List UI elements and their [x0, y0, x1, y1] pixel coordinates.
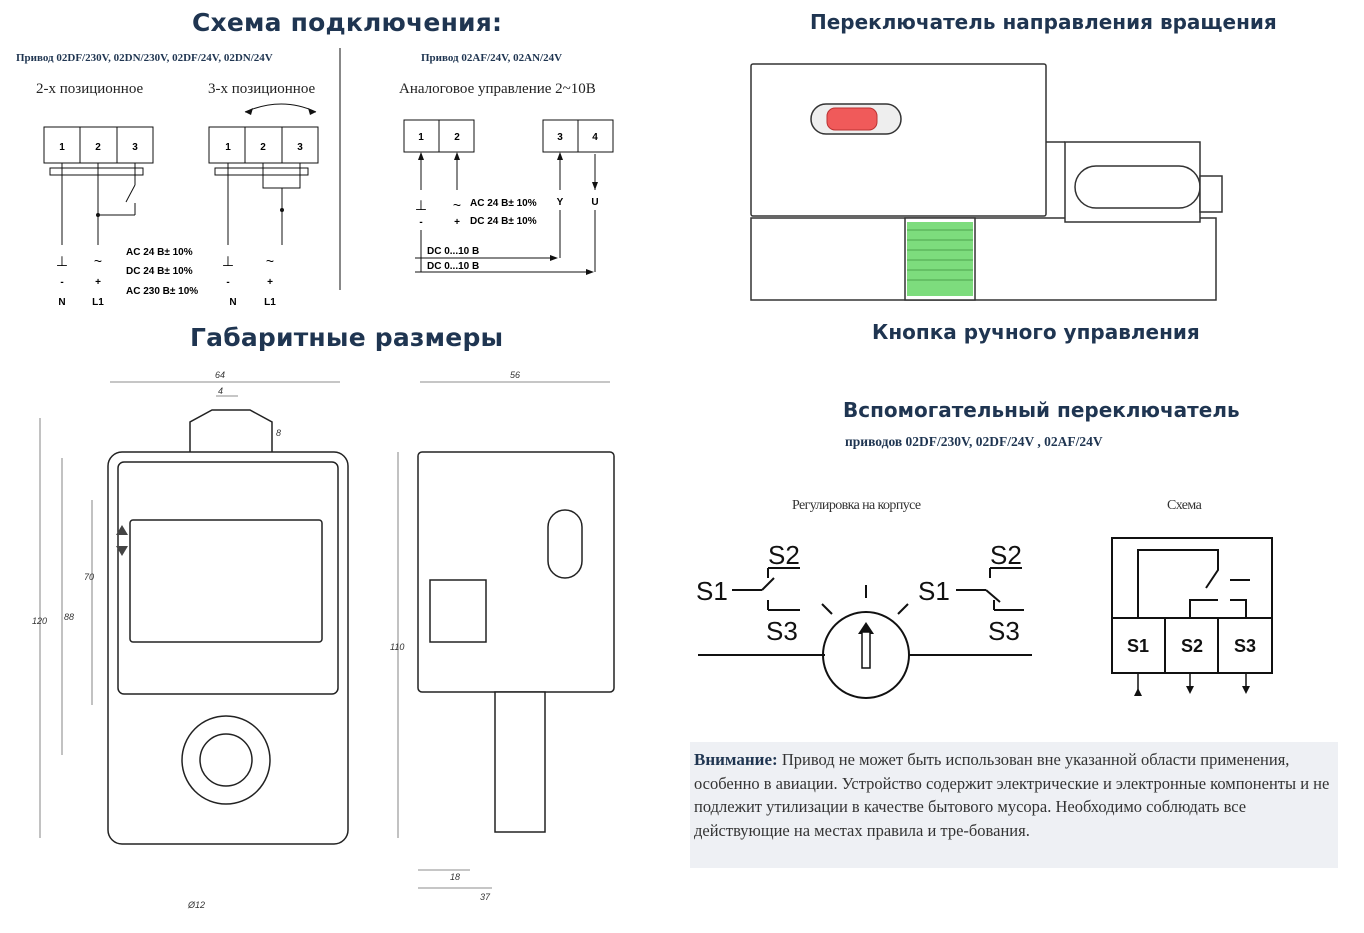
dim-4: 4: [218, 386, 223, 396]
dim-120: 120: [32, 616, 47, 626]
manual-button-title: Кнопка ручного управления: [872, 320, 1200, 344]
housing-label: Регулировка на корпусе: [792, 498, 921, 513]
sym-tilde-3pos: ~: [266, 253, 274, 269]
mode-analog: Аналоговое управление 2~10В: [399, 81, 596, 97]
aux-switch-diagram: S1 S2 S3 S1 S2 S3 S1 S2 S3: [696, 537, 1273, 699]
term-3pos-2: 2: [260, 142, 266, 153]
dimensions-title: Габаритные размеры: [190, 323, 504, 352]
label-u: U: [591, 197, 598, 208]
group2-header: Привод 02AF/24V, 02AN/24V: [421, 52, 563, 64]
dim-37: 37: [480, 892, 491, 902]
label-y: Y: [557, 197, 564, 208]
sym-ground-3pos: ⊥: [222, 253, 234, 269]
dim-56: 56: [510, 370, 520, 380]
aux-switch-subtitle: приводов 02DF/230V, 02DF/24V , 02AF/24V: [845, 434, 1103, 449]
aux-right-s1: S1: [918, 576, 950, 606]
sym-ground-analog: ⊥: [415, 197, 427, 213]
term-2pos-2: 2: [95, 142, 101, 153]
mode-3pos: 3-х позиционное: [208, 81, 316, 97]
label-l1-3pos: L1: [264, 297, 276, 308]
aux-switch-title: Вспомогательный переключатель: [843, 398, 1240, 422]
rotation-switch-slider: [826, 107, 878, 131]
sym-tilde-analog: ~: [453, 197, 461, 213]
supply-ac24: AC 24 В± 10%: [126, 247, 193, 258]
notice-box: Внимание: Привод не может быть использов…: [690, 742, 1338, 868]
dim-18: 18: [450, 872, 460, 882]
sym-plus-3pos: +: [267, 277, 273, 288]
sym-ground-2pos: ⊥: [56, 253, 68, 269]
dimension-drawings: 64 4 8 70 88 120 Ø12 56 110 18 37: [32, 370, 615, 910]
term-3pos-1: 1: [225, 142, 231, 153]
actuator-illustration: [750, 63, 1223, 301]
notice-label: Внимание:: [694, 750, 778, 769]
supply-analog-dc24: DC 24 В± 10%: [470, 216, 537, 227]
term-2pos-3: 3: [132, 142, 138, 153]
dc-signal-u: DC 0...10 В: [427, 261, 479, 272]
label-l1-2pos: L1: [92, 297, 104, 308]
dim-70: 70: [84, 572, 94, 582]
label-n-3pos: N: [229, 297, 236, 308]
term-analog-1: 1: [418, 132, 424, 143]
wiring-title: Схема подключения:: [192, 8, 503, 37]
label-n-2pos: N: [58, 297, 65, 308]
dim-88: 88: [64, 612, 74, 622]
aux-left-s3: S3: [766, 616, 798, 646]
sym-minus-2pos: -: [60, 277, 63, 288]
mode-2pos: 2-х позиционное: [36, 81, 144, 97]
scheme-s3: S3: [1234, 636, 1256, 656]
term-2pos-1: 1: [59, 142, 65, 153]
term-analog-4: 4: [592, 132, 598, 143]
term-3pos-3: 3: [297, 142, 303, 153]
aux-right-s3: S3: [988, 616, 1020, 646]
dim-64: 64: [215, 370, 225, 380]
dim-d12: Ø12: [187, 900, 205, 910]
dc-signal-y: DC 0...10 В: [427, 246, 479, 257]
aux-left-s2: S2: [768, 540, 800, 570]
supply-ac230: AC 230 В± 10%: [126, 286, 198, 297]
rotation-switch-title: Переключатель направления вращения: [810, 10, 1277, 34]
supply-analog-ac24: AC 24 В± 10%: [470, 198, 537, 209]
scheme-s2: S2: [1181, 636, 1203, 656]
scheme-s1: S1: [1127, 636, 1149, 656]
sym-plus-analog: +: [454, 217, 460, 228]
wiring-diagrams: 1 2 3 1 2 3 1 2 3 4 ⊥ ~ ⊥ ~ ⊥ ~ - + - + …: [43, 48, 614, 308]
sym-plus-2pos: +: [95, 277, 101, 288]
sym-tilde-2pos: ~: [94, 253, 102, 269]
scheme-label: Схема: [1167, 498, 1202, 513]
dim-8: 8: [276, 428, 281, 438]
notice-text: Привод не может быть использован вне ука…: [694, 750, 1330, 840]
dim-110: 110: [390, 642, 404, 652]
sym-minus-3pos: -: [226, 277, 229, 288]
aux-left-s1: S1: [696, 576, 728, 606]
sym-minus-analog: -: [419, 217, 422, 228]
term-analog-2: 2: [454, 132, 460, 143]
manual-button[interactable]: [907, 222, 973, 296]
aux-right-s2: S2: [990, 540, 1022, 570]
supply-dc24: DC 24 В± 10%: [126, 266, 193, 277]
term-analog-3: 3: [557, 132, 563, 143]
group1-header: Привод 02DF/230V, 02DN/230V, 02DF/24V, 0…: [16, 52, 273, 64]
